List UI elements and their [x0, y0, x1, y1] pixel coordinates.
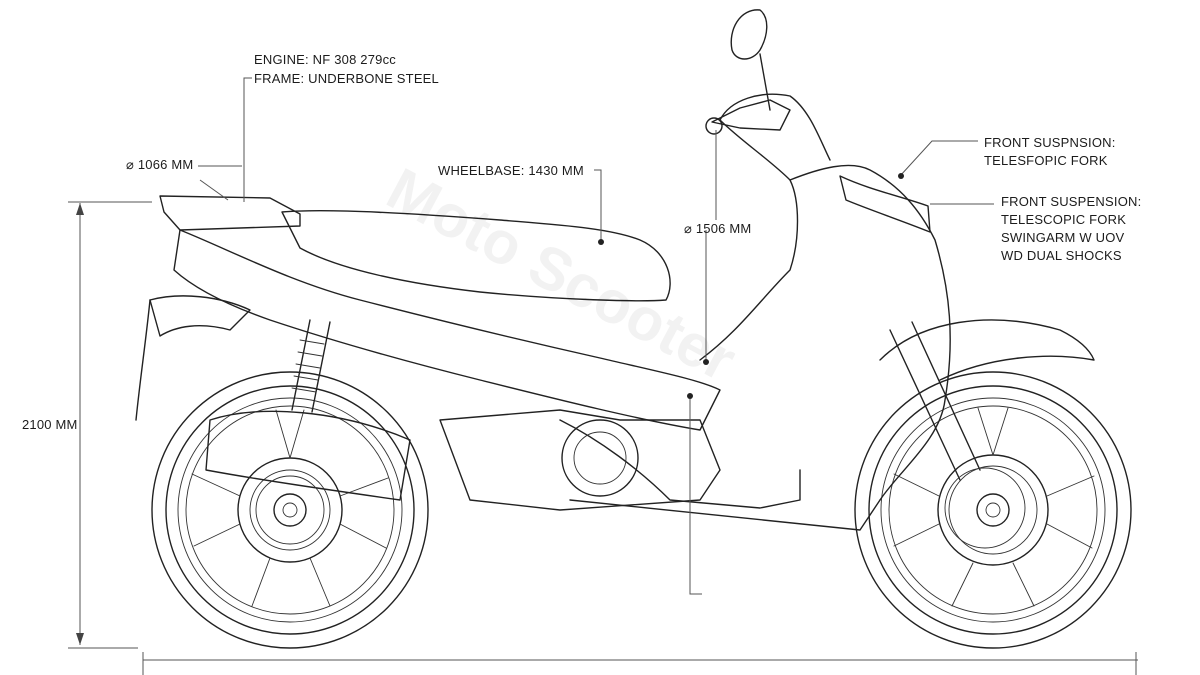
wheelbase-label: WHEELBASE: 1430 MM — [438, 163, 584, 178]
rear-wheel — [151, 371, 429, 649]
shocks-label: WD DUAL SHOCKS — [1001, 248, 1122, 263]
scooter-body — [135, 9, 1095, 549]
engine-label: ENGINE: NF 308 279cc — [254, 52, 396, 67]
front-suspension-1-value: TELESFOPIC FORK — [984, 153, 1108, 168]
height-dimension-arrow — [68, 201, 152, 645]
dimension-left-label: ⌀ 1066 MM — [126, 157, 194, 172]
ground-dimension-line — [68, 647, 1138, 675]
dimension-mid-label: ⌀ 1506 MM — [684, 221, 752, 236]
front-wheel — [854, 371, 1132, 649]
frame-label: FRAME: UNDERBONE STEEL — [254, 71, 439, 86]
swingarm-label: SWINGARM W UOV — [1001, 230, 1125, 245]
front-suspension-2-title: FRONT SUSPENSION: — [1001, 194, 1142, 209]
front-suspension-2-value: TELESCOPIC FORK — [1001, 212, 1127, 227]
leader-lines — [198, 77, 994, 595]
height-label: 2100 MM — [22, 417, 78, 432]
front-suspension-1-title: FRONT SUSPNSION: — [984, 135, 1116, 150]
